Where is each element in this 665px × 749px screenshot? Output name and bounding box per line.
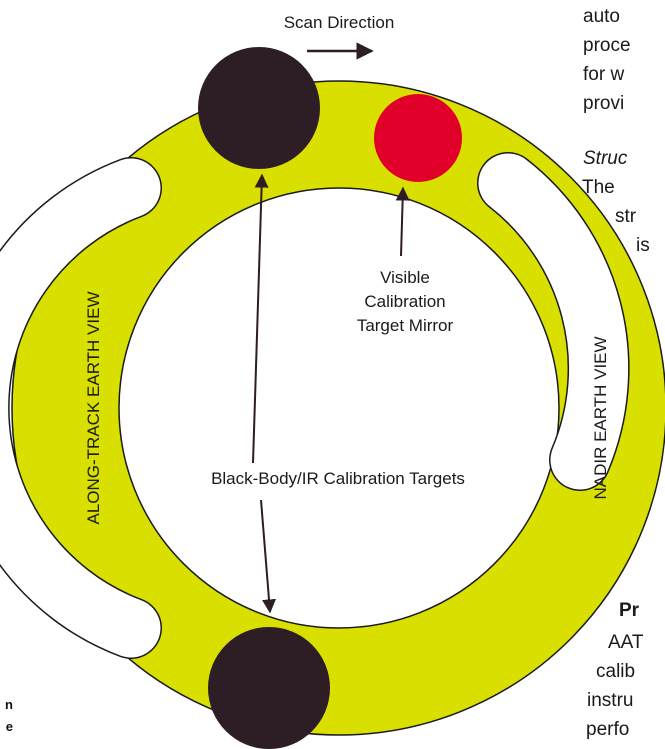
visible-target-label-line-1: Visible (380, 268, 430, 287)
blackbody-target-bottom (208, 627, 330, 749)
nadir-label: NADIR EARTH VIEW (591, 336, 610, 499)
bold-heading: Pr (619, 600, 640, 621)
caption-fragment-1: n (5, 697, 13, 712)
bottom-line-4: perfo (586, 719, 630, 740)
body-line-2: proce (583, 35, 631, 56)
blackbody-pointer-top (252, 173, 269, 464)
bottom-line-2: calib (596, 661, 636, 682)
visible-target-label-line-3: Target Mirror (357, 316, 454, 335)
bottom-line-1: AAT (608, 632, 644, 653)
visible-target-pointer (395, 186, 410, 257)
bottom-line-3: instru (587, 690, 634, 711)
section-line-2: str (615, 206, 637, 227)
blackbody-target-top (198, 47, 320, 169)
along-track-label: ALONG-TRACK EARTH VIEW (84, 292, 103, 525)
section-heading: Struc (583, 148, 628, 169)
caption-fragment-2: e (5, 719, 13, 734)
body-line-4: provi (583, 93, 625, 114)
body-line-3: for w (583, 64, 625, 85)
section-line-1: The (582, 177, 615, 198)
inner-disk (118, 187, 560, 629)
blackbody-pointer-bottom (260, 499, 276, 614)
section-line-3: is (636, 235, 650, 256)
body-line-1: auto (583, 6, 620, 27)
scan-direction-label: Scan Direction (284, 13, 395, 32)
visible-calibration-target (374, 94, 462, 182)
blackbody-label: Black-Body/IR Calibration Targets (211, 469, 465, 488)
visible-target-label-line-2: Calibration (364, 292, 445, 311)
